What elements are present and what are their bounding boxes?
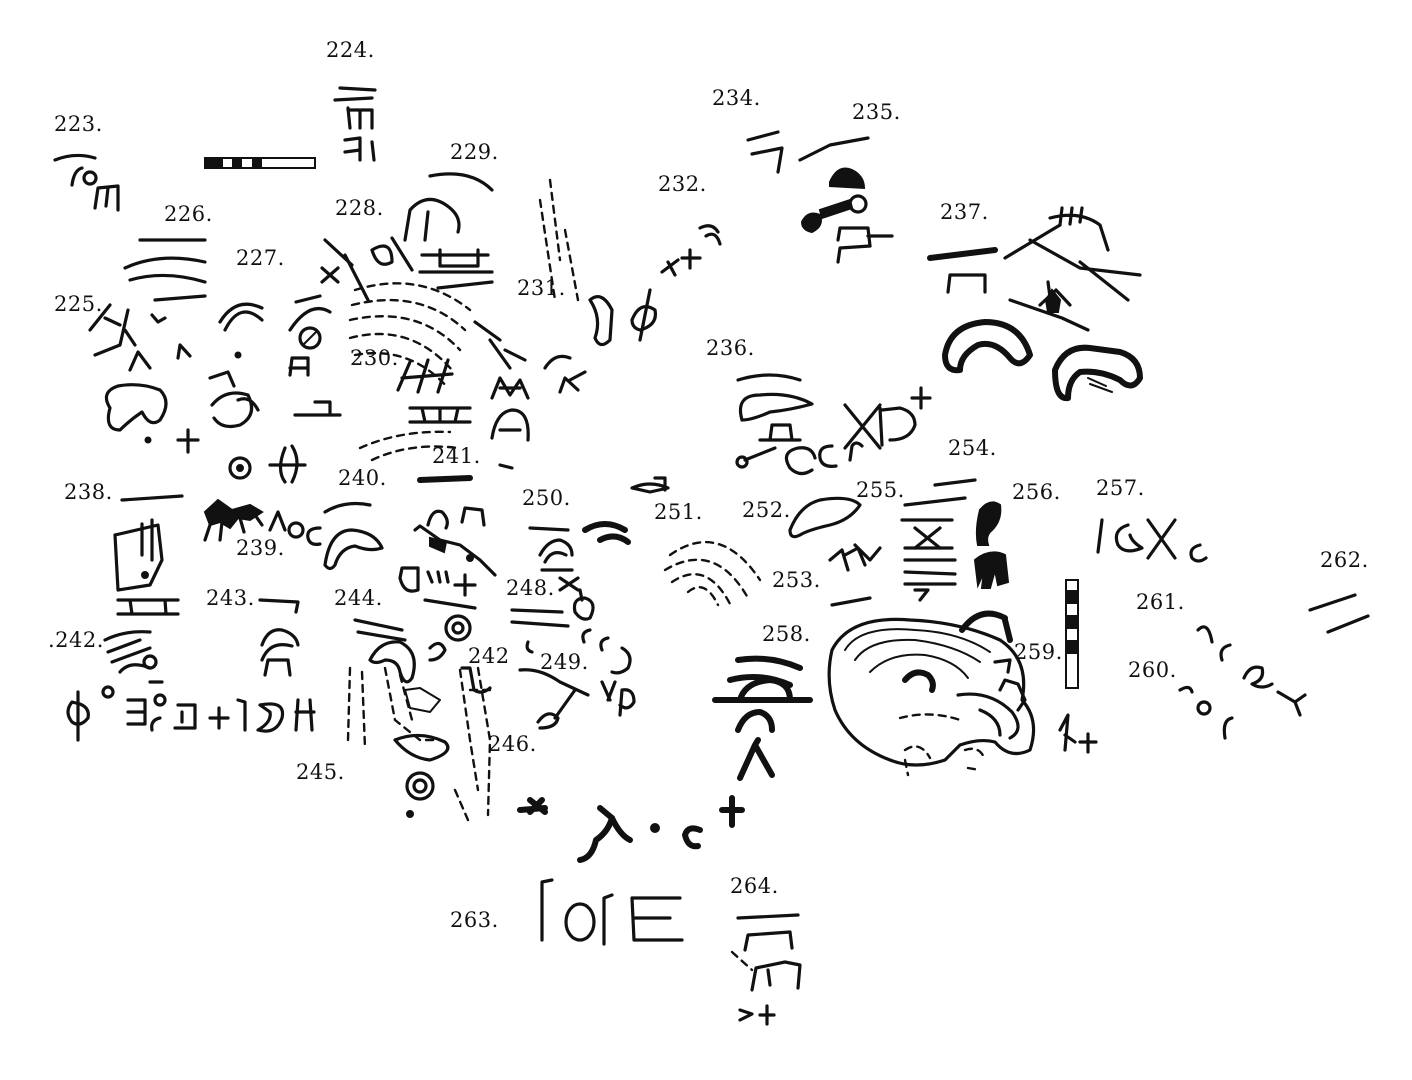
- glyph-249: [536, 628, 636, 730]
- glyph-256: [959, 501, 1013, 643]
- figure-label-261: 261.: [1136, 590, 1185, 614]
- glyph-263: [540, 878, 684, 946]
- figure-label-230: 230.: [350, 346, 399, 370]
- figure-label-249: 249.: [540, 650, 589, 674]
- figure-label-259: 259.: [1014, 640, 1063, 664]
- figure-label-260: 260.: [1128, 658, 1177, 682]
- figure-label-234: 234.: [712, 86, 761, 110]
- figure-label-251: 251.: [654, 500, 703, 524]
- figure-label-255: 255.: [856, 478, 905, 502]
- glyph-235: [798, 136, 894, 264]
- figure-label-244: 244.: [334, 586, 383, 610]
- glyph-224: [333, 86, 377, 162]
- figure-label-263: 263.: [450, 908, 499, 932]
- glyph-237: [927, 206, 1143, 402]
- glyph-230: [348, 282, 472, 462]
- glyph-250: [528, 521, 631, 572]
- glyph-258: [517, 655, 813, 863]
- figure-label-235: 235.: [852, 100, 901, 124]
- figure-label-264: 264.: [730, 874, 779, 898]
- figure-label-238: 238.: [64, 480, 113, 504]
- glyph-245: [346, 666, 450, 818]
- figure-label-242: .242.: [48, 628, 104, 652]
- glyph-248: [510, 576, 595, 697]
- figure-label-256: 256.: [1012, 480, 1061, 504]
- glyph-243: [258, 598, 300, 677]
- figure-label-258: 258.: [762, 622, 811, 646]
- figure-label-243: 243.: [206, 586, 255, 610]
- figure-label-232: 232.: [658, 172, 707, 196]
- glyph-223: [53, 153, 120, 212]
- glyph-229: [403, 172, 494, 290]
- figure-label-225: 225.: [54, 292, 103, 316]
- glyph-253: [830, 596, 872, 607]
- figure-label-224: 224.: [326, 38, 375, 62]
- glyph-260-261: [1178, 625, 1307, 740]
- figure-label-231: 231.: [517, 276, 566, 300]
- figure-label-246: 246.: [488, 732, 537, 756]
- glyph-264: [730, 913, 802, 1026]
- glyph-234: [746, 130, 784, 174]
- glyph-239: [203, 498, 322, 546]
- figure-label-236: 236.: [706, 336, 755, 360]
- glyph-225: [88, 303, 200, 454]
- figure-label-237: 237.: [940, 200, 989, 224]
- figure-label-262: 262.: [1320, 548, 1369, 572]
- figure-label-239: 239.: [236, 536, 285, 560]
- scale-bar: [204, 157, 316, 169]
- glyph-252: [788, 496, 882, 572]
- figure-label-252: 252.: [742, 498, 791, 522]
- figure-label-226: 226.: [164, 202, 213, 226]
- figure-label-242-b: 242: [468, 644, 510, 668]
- glyph-251: [630, 476, 762, 610]
- figure-label-245: 245.: [296, 760, 345, 784]
- glyph-246: [453, 666, 497, 822]
- figure-label-227: 227.: [236, 246, 285, 270]
- glyph-228: [320, 236, 414, 302]
- glyph-259: [827, 579, 1098, 777]
- glyph-227-lower: [208, 294, 342, 484]
- glyph-262: [1308, 593, 1370, 634]
- glyph-238: [113, 494, 184, 616]
- glyph-257: [1096, 518, 1208, 563]
- glyph-226: [123, 238, 207, 302]
- figure-label-257: 257.: [1096, 476, 1145, 500]
- glyph-236: [735, 373, 932, 476]
- glyph-231: [473, 178, 614, 470]
- figure-label-228: 228.: [335, 196, 384, 220]
- glyph-240: [323, 501, 497, 610]
- glyph-241: [417, 475, 486, 530]
- figure-label-253: 253.: [772, 568, 821, 592]
- figure-label-254: 254.: [948, 436, 997, 460]
- glyph-254-255: [900, 478, 977, 602]
- glyph-242-left: [66, 630, 316, 742]
- glyph-232: [630, 224, 722, 342]
- figure-label-250: 250.: [522, 486, 571, 510]
- figure-label-240: 240.: [338, 466, 387, 490]
- figure-label-223: 223.: [54, 112, 103, 136]
- glyph-227: [218, 302, 264, 332]
- figure-label-229: 229.: [450, 140, 499, 164]
- figure-label-241: 241.: [432, 444, 481, 468]
- figure-label-248: 248.: [506, 576, 555, 600]
